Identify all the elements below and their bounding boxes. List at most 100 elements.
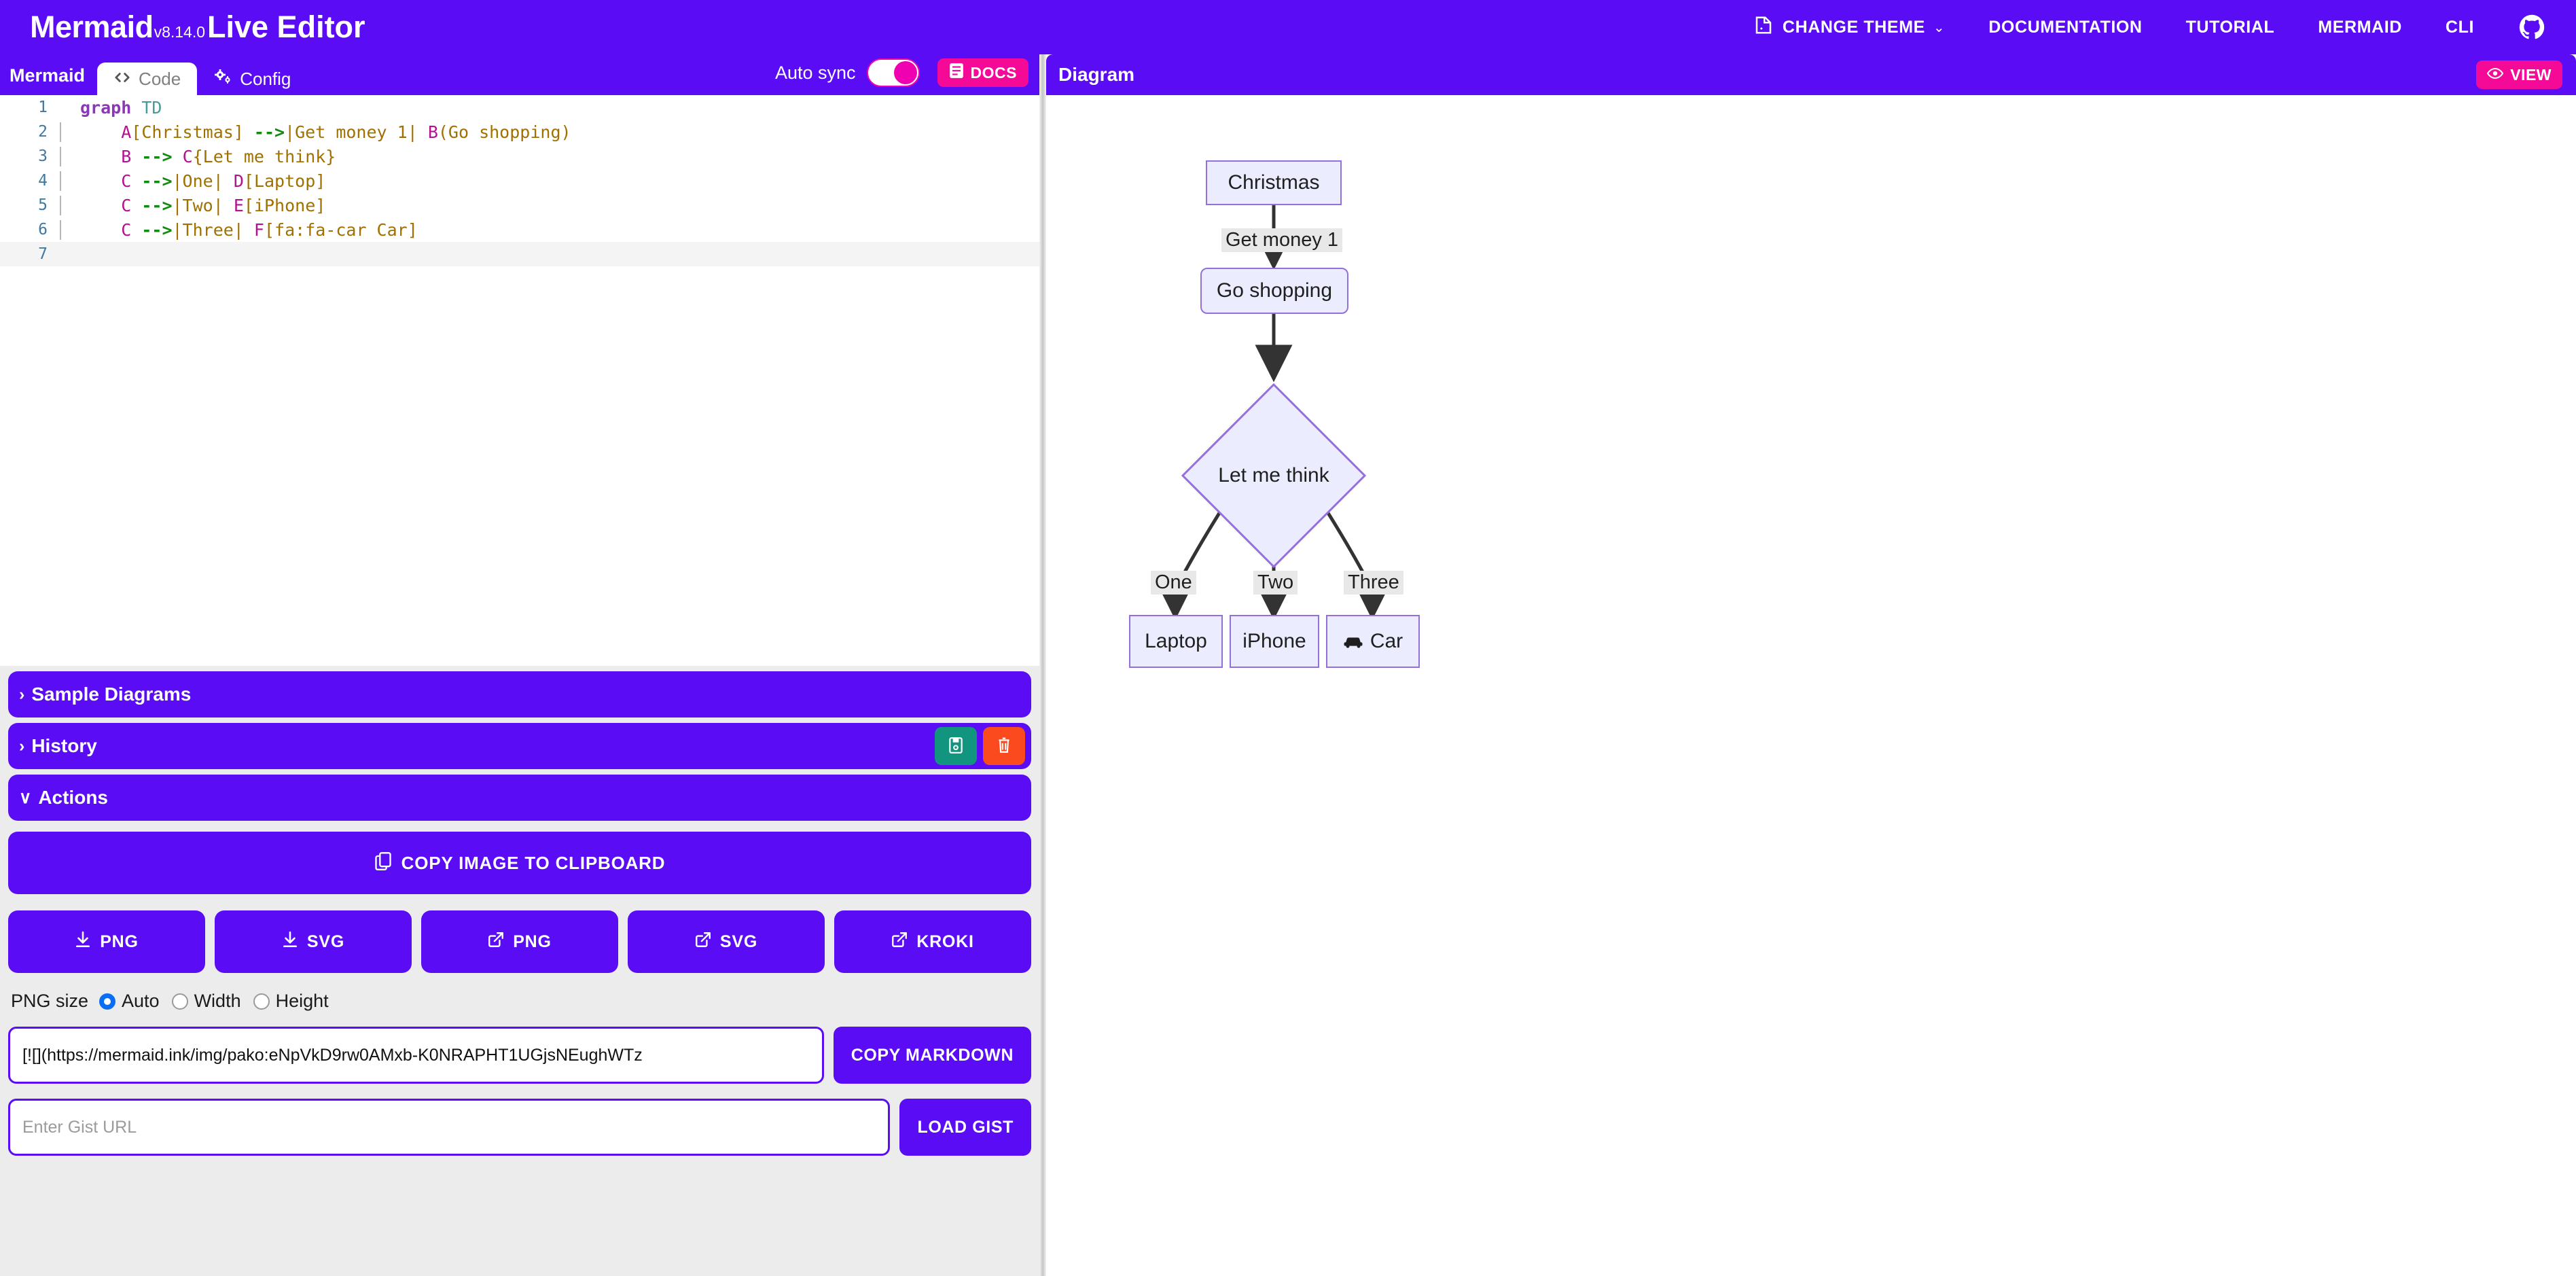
diagram-title: Diagram (1058, 64, 1135, 85)
line-content: B --> C{Let me think} (60, 146, 336, 166)
line-content: C -->|Three| F[fa:fa-car Car] (60, 219, 418, 240)
book-icon (949, 63, 971, 83)
nav-change-theme[interactable]: CHANGE THEME ⌄ (1753, 15, 1945, 40)
eye-icon (2487, 66, 2510, 84)
view-button[interactable]: VIEW (2476, 60, 2562, 89)
download-svg-label: SVG (306, 932, 345, 951)
section-sample-diagrams[interactable]: › Sample Diagrams (8, 671, 1031, 717)
nav-tutorial[interactable]: TUTORIAL (2185, 17, 2275, 37)
node-let-me-think[interactable]: Let me think (1206, 459, 1342, 493)
tab-code[interactable]: Code (97, 63, 198, 95)
code-line: 1 graph TD (0, 95, 1039, 120)
section-actions[interactable]: ∨ Actions (8, 775, 1031, 821)
node-laptop[interactable]: Laptop (1129, 615, 1223, 668)
line-number: 5 (38, 196, 48, 214)
gist-url-input[interactable]: Enter Gist URL (8, 1099, 891, 1156)
external-link-icon (891, 931, 916, 953)
code-line: 3 B --> C{Let me think} (0, 144, 1039, 169)
docs-button[interactable]: DOCS (937, 58, 1028, 87)
brand-name: Mermaid (30, 10, 154, 44)
node-iphone[interactable]: iPhone (1230, 615, 1319, 668)
edge-label-text: Two (1257, 571, 1294, 593)
trash-icon (997, 737, 1012, 756)
png-size-row: PNG size Auto Width Height (8, 991, 1031, 1012)
actions-area: COPY IMAGE TO CLIPBOARD PNG SVG (0, 832, 1039, 1156)
download-png-button[interactable]: PNG (8, 910, 205, 973)
code-line: 4 C -->|One| D[Laptop] (0, 169, 1039, 193)
panel-divider[interactable] (1039, 54, 1046, 1276)
png-size-width-option[interactable]: Width (171, 991, 241, 1012)
nav-change-theme-label: CHANGE THEME (1782, 17, 1925, 37)
auto-sync-label: Auto sync (774, 62, 856, 83)
line-number: 1 (38, 99, 48, 116)
copy-icon (374, 851, 401, 875)
nav-mermaid[interactable]: MERMAID (2318, 17, 2402, 37)
radio-auto[interactable] (99, 993, 116, 1010)
line-number: 7 (38, 245, 48, 263)
edge-label-text: One (1155, 571, 1192, 593)
section-history[interactable]: › History (8, 723, 1031, 769)
load-gist-button[interactable]: LOAD GIST (899, 1099, 1031, 1156)
brand-title: Mermaid v8.14.0 Live Editor (30, 10, 365, 45)
open-kroki-label: KROKI (916, 932, 974, 951)
diagram-canvas: Christmas Go shopping Let me think Lapto… (1046, 95, 2576, 1276)
markdown-input[interactable]: [![](https://mermaid.ink/img/pako:eNpVkD… (8, 1027, 824, 1084)
png-size-height-option[interactable]: Height (253, 991, 329, 1012)
edge-label-text: Get money 1 (1226, 229, 1339, 251)
node-car-label: Car (1370, 630, 1403, 652)
png-size-label: PNG size (11, 991, 89, 1011)
open-svg-button[interactable]: SVG (628, 910, 825, 973)
download-png-label: PNG (100, 932, 139, 951)
node-let-me-think-label: Let me think (1218, 464, 1329, 486)
node-go-shopping-label: Go shopping (1216, 279, 1333, 302)
view-button-label: VIEW (2510, 65, 2552, 84)
line-content: graph TD (80, 97, 162, 118)
github-icon[interactable] (2519, 14, 2545, 40)
code-line-active: 7 (0, 242, 1039, 266)
code-editor[interactable]: 1 graph TD 2 A[Christmas] -->|Get money … (0, 95, 1039, 666)
brand-version: v8.14.0 (154, 23, 206, 41)
open-svg-label: SVG (719, 932, 758, 951)
line-content: C -->|One| D[Laptop] (60, 171, 325, 191)
section-sample-diagrams-label: Sample Diagrams (31, 684, 192, 705)
nav-documentation[interactable]: DOCUMENTATION (1988, 17, 2143, 37)
auto-sync-group: Auto sync DOCS (775, 58, 1039, 95)
png-size-width-label: Width (194, 991, 241, 1011)
tab-config-label: Config (240, 68, 291, 89)
auto-sync-toggle[interactable] (866, 58, 920, 87)
open-png-label: PNG (513, 932, 552, 951)
png-size-auto-option[interactable]: Auto (99, 991, 160, 1012)
copy-image-to-clipboard-button[interactable]: COPY IMAGE TO CLIPBOARD (8, 832, 1031, 894)
diagram-column: Diagram VIEW (1046, 54, 2576, 1276)
png-size-auto-label: Auto (122, 991, 160, 1011)
node-laptop-label: Laptop (1145, 630, 1207, 652)
nav-cli[interactable]: CLI (2445, 17, 2474, 37)
download-icon (75, 931, 100, 953)
top-navbar: Mermaid v8.14.0 Live Editor CHANGE THEME… (0, 0, 2576, 54)
node-christmas-label: Christmas (1228, 171, 1320, 194)
radio-height[interactable] (253, 993, 270, 1010)
export-button-row: PNG SVG PNG (8, 910, 1031, 973)
tab-config[interactable]: Config (197, 63, 307, 95)
delete-history-button[interactable] (983, 727, 1025, 765)
code-icon (113, 69, 139, 90)
node-christmas[interactable]: Christmas (1206, 160, 1342, 205)
open-png-button[interactable]: PNG (421, 910, 618, 973)
node-car[interactable]: Car (1326, 615, 1420, 668)
open-kroki-button[interactable]: KROKI (834, 910, 1031, 973)
line-content: A[Christmas] -->|Get money 1| B(Go shopp… (60, 122, 571, 142)
code-line: 5 C -->|Two| E[iPhone] (0, 193, 1039, 217)
copy-markdown-button[interactable]: COPY MARKDOWN (833, 1027, 1031, 1084)
section-history-label: History (31, 735, 97, 756)
markdown-row: [![](https://mermaid.ink/img/pako:eNpVkD… (8, 1027, 1031, 1084)
radio-width[interactable] (171, 993, 188, 1010)
editor-column: Mermaid Code Config Auto (0, 54, 1039, 1276)
node-go-shopping[interactable]: Go shopping (1200, 268, 1348, 314)
edge-label-three: Three (1344, 571, 1403, 595)
docs-button-label: DOCS (970, 63, 1017, 82)
editor-tabbar: Mermaid Code Config Auto (0, 54, 1039, 95)
download-svg-button[interactable]: SVG (215, 910, 412, 973)
diagram-header: Diagram VIEW (1046, 54, 2576, 95)
save-history-button[interactable] (935, 727, 977, 765)
panel-sections: › Sample Diagrams › History (0, 671, 1039, 821)
